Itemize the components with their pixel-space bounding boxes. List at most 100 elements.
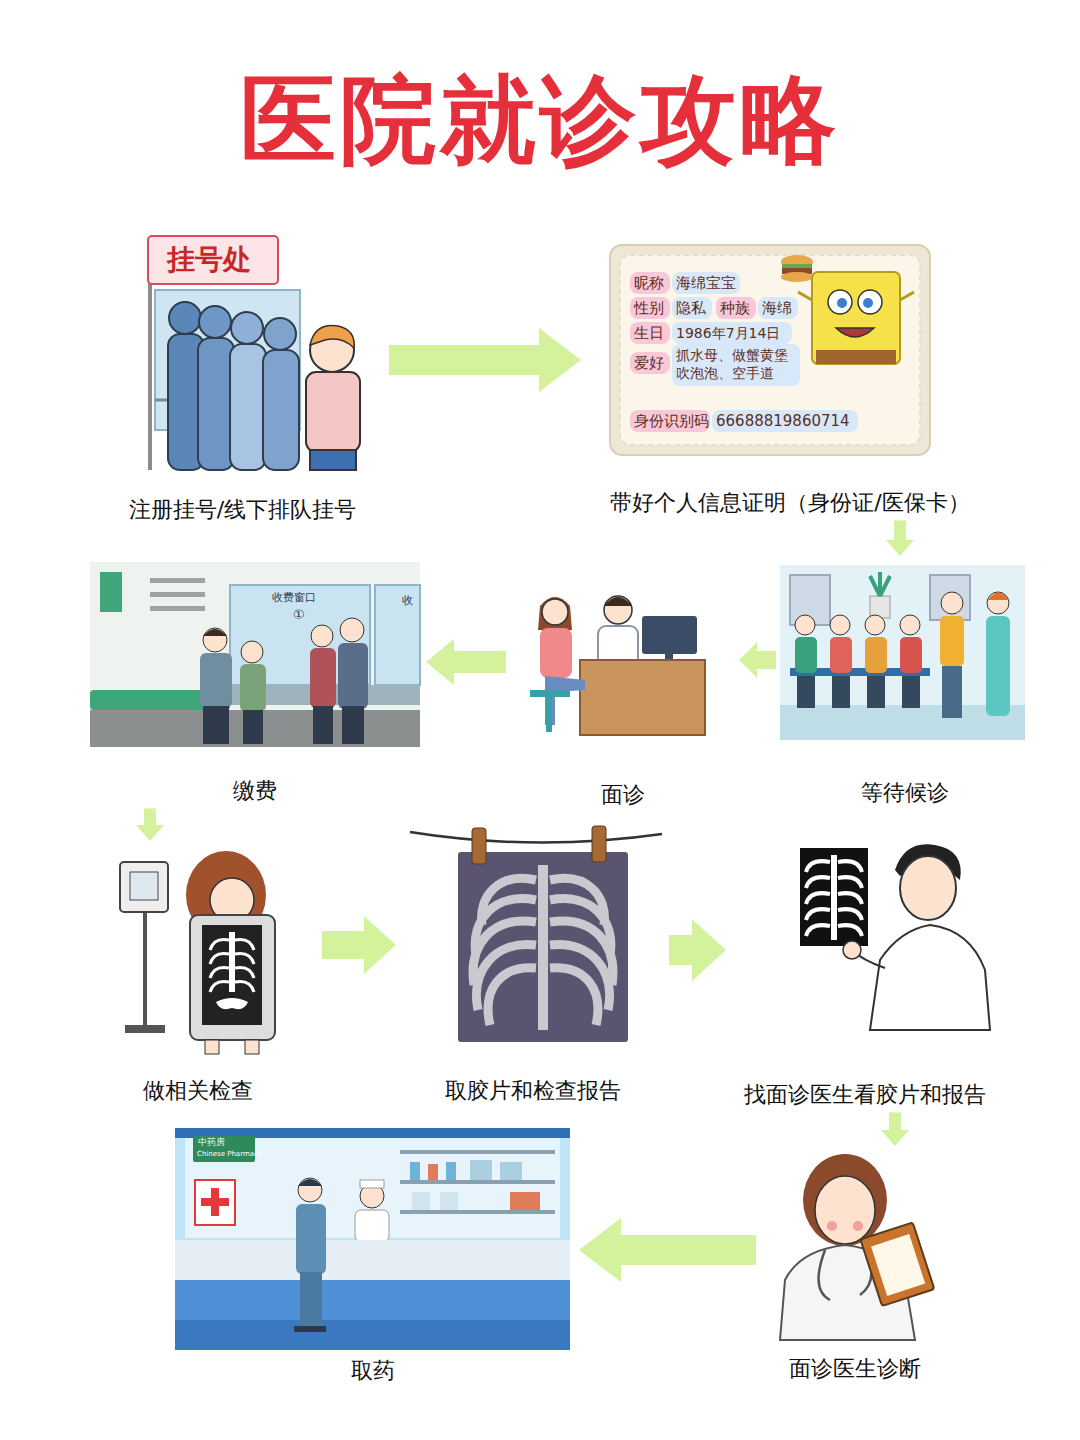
flow-arrow [136,808,164,841]
step-box: 找面诊医生看胶片和报告 [730,835,1000,1108]
payment-illustration-part [150,592,205,597]
pharmacy-illustration-part [400,1180,555,1184]
step-box: 取胶片和检查报告 [400,825,665,1104]
pharmacy-illustration-part [440,1192,458,1210]
step-caption: 注册挂号/线下排队挂号 [127,497,358,523]
arrow-shaft [454,651,506,673]
illustration-label: Chinese Pharmacy [197,1150,262,1158]
waiting-room-illustration-part [865,637,887,673]
flow-arrow [389,328,581,392]
payment-illustration-part [375,585,420,685]
pharmacy-illustration-part [298,1179,322,1186]
pharmacy-illustration-part [298,1178,322,1202]
id-card-illustration-part [837,298,847,308]
xray-exam-illustration-part [190,915,275,1040]
step-box: 做相关检查 [78,845,318,1104]
id-card-illustration-part [630,297,670,319]
illustration-label: 1986年7月14日 [676,325,780,342]
id-card-illustration-part [620,255,920,445]
waiting-room-illustration-part [900,637,922,673]
waiting-room-illustration-part [870,572,890,596]
xray-exam-illustration-part [130,872,158,900]
pharmacy-illustration-part [400,1150,555,1154]
payment-illustration-part [100,572,122,612]
id-card-illustration-part [672,322,792,344]
step-caption: 等待候诊 [859,780,951,806]
arrow-shaft [389,345,539,375]
id-card-illustration-part [630,352,670,374]
waiting-room-illustration-part [930,575,970,620]
id-card-illustration-part [863,298,873,308]
step-caption: 做相关检查 [141,1078,255,1104]
doctor-film-illustration [800,844,990,1030]
pharmacy-illustration-part [510,1192,540,1210]
queue-illustration-part [310,450,356,470]
step-box: 取药 [170,1125,575,1384]
doctor-film-illustration-part [843,941,861,959]
xray-exam-illustration-part [125,1025,165,1033]
film-illustration-part [458,852,628,1042]
illustration-label: 身份识别码 [634,412,709,430]
id-card-illustration-part [836,328,874,337]
queue-illustration [148,236,360,470]
waiting-room-illustration-part [795,615,815,635]
pharmacy-illustration-part [193,1136,255,1162]
payment-illustration-part [203,629,227,636]
flow-arrow [426,639,506,685]
waiting-room-illustration-part [988,593,1009,601]
doctor-film-illustration-part [900,856,956,920]
pharmacy-illustration-part [195,1180,235,1225]
step-box: 面诊医生诊断 [760,1150,950,1382]
doctor-film-illustration-part [870,925,990,1030]
illustration-label: 收费窗口 [272,591,316,604]
payment-illustration-part [203,628,227,652]
arrow-head [881,1130,909,1146]
payment-illustration-part [310,648,336,708]
waiting-room-illustration-part [830,637,852,673]
step-box: 带好个人信息证明（身份证/医保卡） [585,240,995,516]
id-card-illustration-part [858,290,882,314]
consultation-illustration-part [538,597,572,630]
illustration-label: 中药房 [198,1137,225,1148]
queue-illustration-part [264,318,296,350]
arrow-shaft [757,651,776,669]
id-card-illustration-part [672,344,800,386]
arrow-head [426,639,454,685]
payment-illustration-part [240,664,266,712]
doctor-diagnosis-illustration-part [815,1176,875,1244]
step-box: 等待候诊 [780,560,1030,806]
arrow-shaft [322,931,364,959]
id-card-illustration-part [758,297,798,319]
queue-illustration-part [231,312,263,344]
payment-illustration-part [90,710,420,747]
step-caption: 面诊医生诊断 [787,1356,923,1382]
queue-illustration-part [148,236,278,284]
id-card-illustration-part [630,322,670,344]
arrow-head [692,919,726,981]
xray-exam-illustration-part [245,1040,259,1054]
id-card-illustration-part [672,297,712,319]
id-card-illustration-part [630,410,710,432]
xray-exam-illustration-part [216,998,248,1009]
waiting-room-illustration-part [900,615,920,635]
doctor-diagnosis-illustration-part [819,1250,872,1300]
arrow-shaft [621,1235,756,1265]
film-illustration-part [410,832,662,843]
id-card-illustration-part [781,272,813,282]
queue-illustration-part [198,338,234,470]
id-card-illustration-part [812,272,900,364]
doctor-diagnosis-illustration [780,1154,934,1340]
illustration-label: 生日 [634,324,664,342]
waiting-room-illustration-part [795,637,817,673]
consultation-illustration-part [530,690,570,697]
waiting-room-illustration-part [942,666,962,718]
flow-arrow [579,1218,756,1282]
id-card-illustration-part [781,255,813,269]
pharmacy-illustration-part [175,1240,570,1280]
arrow-shaft [669,935,692,965]
payment-illustration-part [342,706,364,744]
payment-illustration-part [313,706,333,744]
illustration-label: 种族 [720,299,750,317]
